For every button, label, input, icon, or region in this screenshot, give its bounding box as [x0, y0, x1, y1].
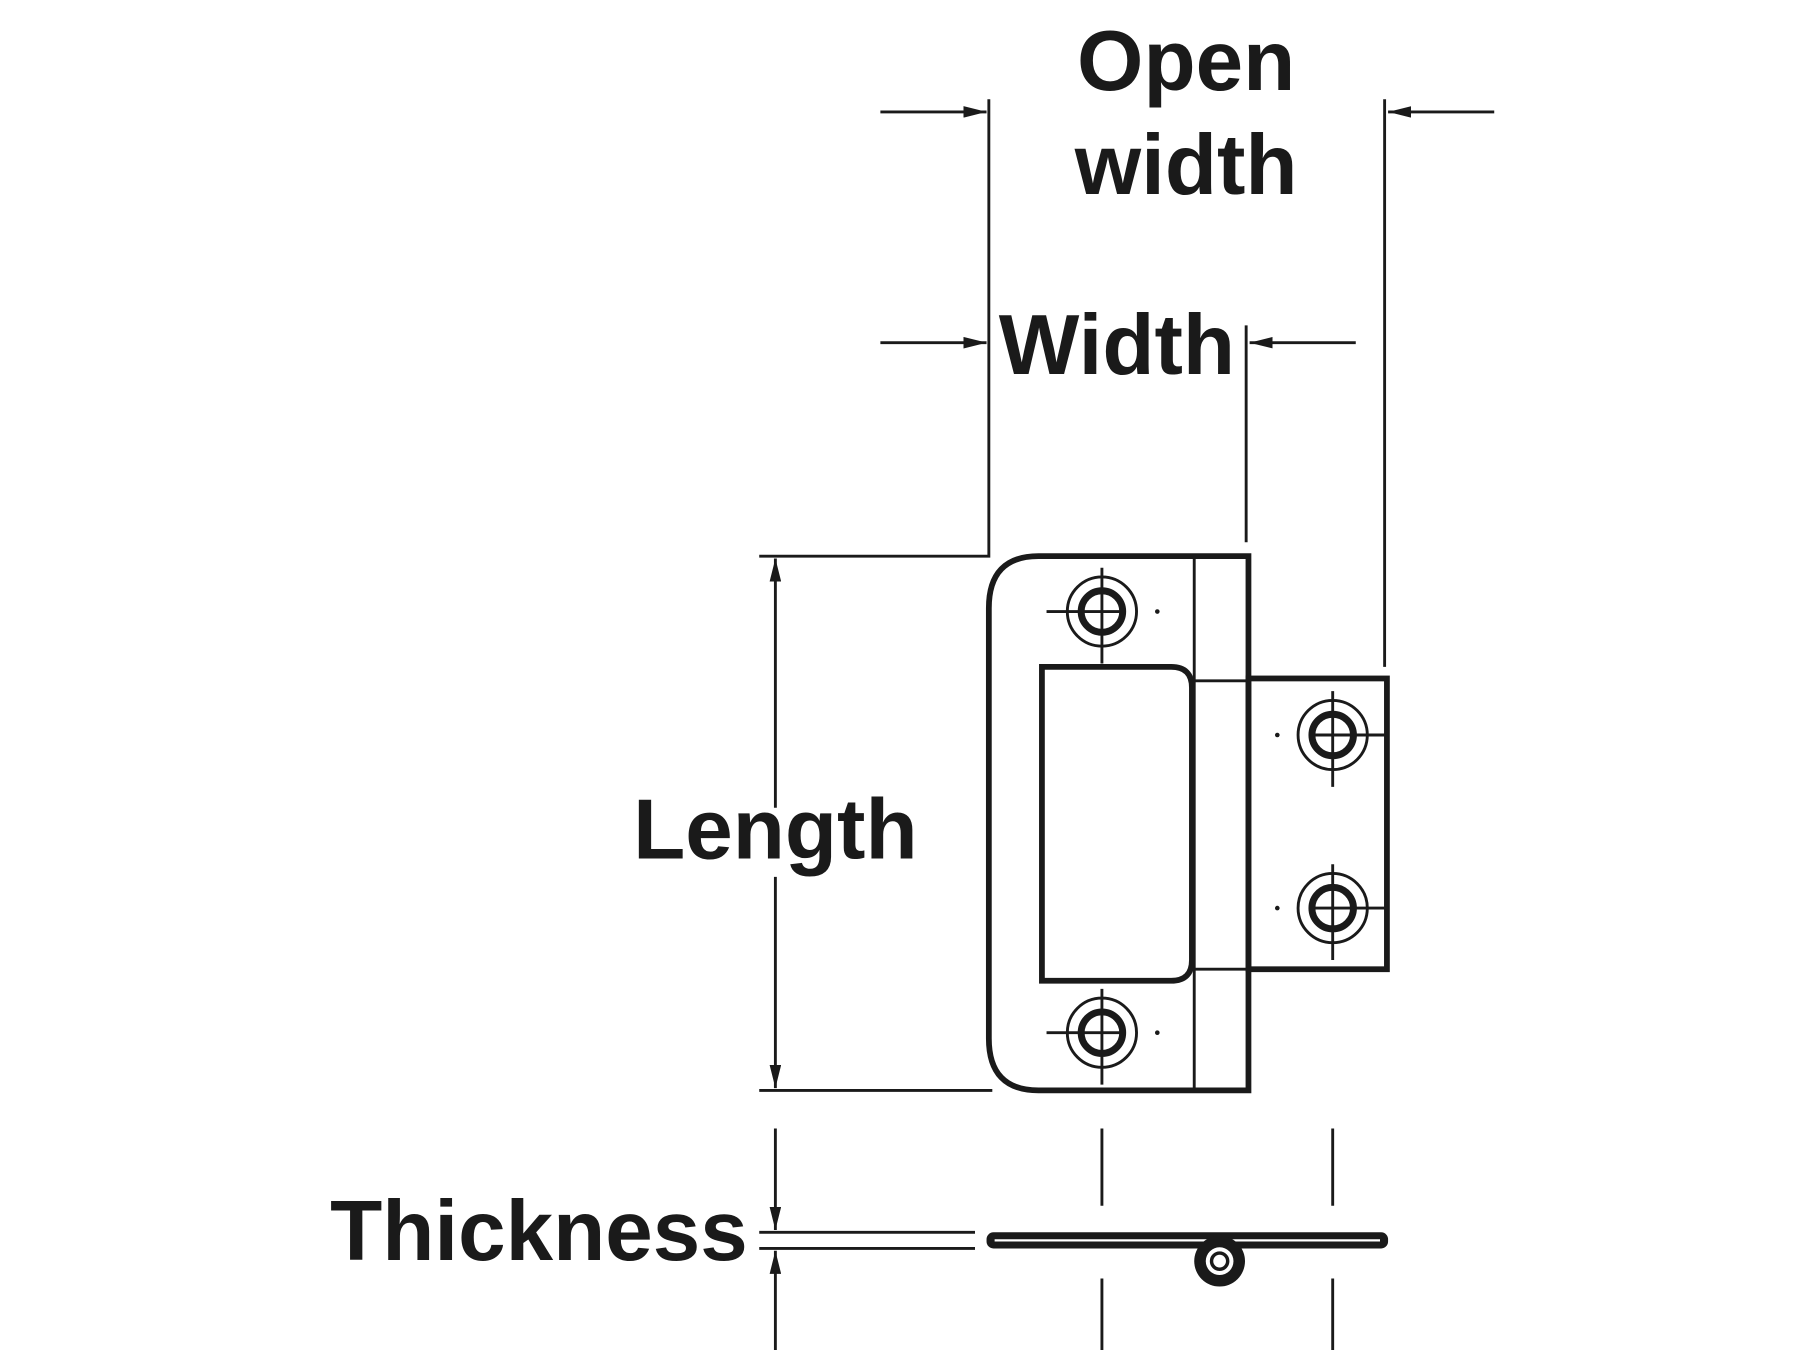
- screw-hole-icon: [1275, 691, 1389, 787]
- hinge-front-view: [985, 553, 1390, 1094]
- thickness-dimension: Thickness: [330, 1128, 975, 1350]
- knuckle-pin-inner: [1209, 1251, 1230, 1271]
- thickness-label: Thickness: [330, 1184, 748, 1279]
- hinge-leaf-main: [985, 553, 1252, 1094]
- screw-holes: [1046, 567, 1389, 1085]
- left-extension-line: [759, 99, 991, 558]
- length-label: Length: [633, 782, 918, 877]
- center-lines: [1100, 1128, 1335, 1350]
- hinge-leaf-secondary: [1245, 675, 1390, 973]
- hinge-recess: [1039, 664, 1195, 984]
- width-label: Width: [999, 298, 1235, 393]
- screw-hole-icon: [1275, 864, 1389, 960]
- width-dimension: Width: [880, 298, 1356, 543]
- open-width-label-line2: width: [1074, 118, 1298, 213]
- open-width-dimension: Open width: [759, 14, 1495, 667]
- hinge-side-view: [986, 1128, 1389, 1350]
- screw-hole-icon: [1046, 988, 1160, 1085]
- open-width-label-line1: Open: [1077, 14, 1295, 109]
- length-dimension: Length: [633, 558, 993, 1092]
- screw-hole-icon: [1046, 567, 1160, 664]
